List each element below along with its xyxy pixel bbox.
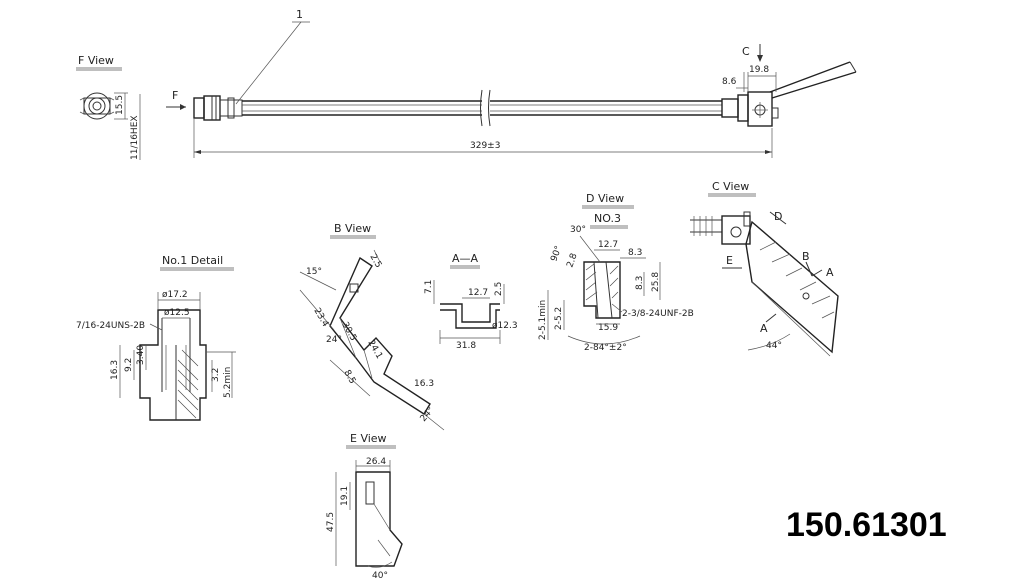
f-view-hex-dim: 11/16HEX	[130, 115, 140, 160]
aa-diameter: ø12.3	[492, 321, 518, 331]
aa-width-top: 12.7	[468, 288, 488, 298]
no1-height-b: 3.40	[136, 345, 146, 365]
c-view-label-b: B	[802, 250, 810, 263]
e-angle: 40°	[372, 571, 388, 581]
b-view: B View 15° 2.5 23.4 24° 30.5 24.1 8.5 16…	[299, 222, 445, 431]
d-dim-25-8: 25.8	[651, 272, 661, 292]
c-view-label-d: D	[774, 210, 782, 223]
b-dim-24deg-a: 24°	[326, 335, 342, 345]
d-thread: 2-3/8-24UNF-2B	[622, 309, 694, 319]
e-view: E View 26.4 47.5 19.1 40°	[326, 432, 403, 581]
d-dim-2-8: 2.8	[565, 252, 579, 269]
d-dim-15-9: 15.9	[598, 323, 618, 333]
d-dim-2-5-2: 2-5.2	[554, 307, 564, 330]
b-dim-24deg-b: 24°	[419, 405, 437, 424]
c-arrow-label: C	[742, 45, 750, 58]
c-view-angle: 44°	[766, 341, 782, 351]
b-dim-8-5: 8.5	[341, 369, 357, 386]
c-view-label-e: E	[726, 254, 733, 267]
no1-detail-view: No.1 Detail ø17.2 ø12.5 7/16-24UNS-2B 16…	[76, 254, 236, 421]
no1-min-length: 5.2min	[223, 367, 233, 398]
b-dim-23-4: 23.4	[311, 307, 330, 330]
b-dim-15deg: 15°	[306, 267, 322, 277]
main-hose-view: F C	[166, 8, 857, 158]
a-a-title: A—A	[452, 252, 479, 265]
f-view-height-dim: 15.5	[115, 95, 125, 115]
d-angle-bottom: 2-84°±2°	[584, 343, 627, 353]
main-dim-8-6: 8.6	[722, 77, 737, 87]
d-dim-8-3-side: 8.3	[635, 276, 645, 290]
d-dim-12-7: 12.7	[598, 240, 618, 250]
d-view-subtitle: NO.3	[594, 212, 621, 225]
e-view-title: E View	[350, 432, 387, 445]
overall-length-dim: 329±3	[470, 141, 500, 151]
b-dim-2-5: 2.5	[367, 253, 383, 270]
d-view: D View NO.3 30° 90° 2.8 12.7 8.3 25.8 8.…	[538, 192, 694, 353]
c-view-title: C View	[712, 180, 749, 193]
d-angle-top: 30°	[570, 225, 586, 235]
d-angle-left: 90°	[549, 245, 564, 263]
f-view: F View 15.5 11/16HEX	[76, 54, 141, 160]
e-width-dim: 26.4	[366, 457, 386, 467]
b-dim-24-1: 24.1	[365, 339, 384, 361]
a-a-section: A—A 12.7 7.1 2.5 ø12.3 31.8	[424, 252, 518, 351]
c-view: C View D E B A A 44°	[690, 180, 839, 357]
e-total-height: 47.5	[326, 512, 336, 532]
b-dim-16-3: 16.3	[414, 379, 434, 389]
aa-height-left: 7.1	[424, 280, 434, 294]
c-view-label-a-left: A	[760, 322, 768, 335]
f-view-title: F View	[78, 54, 114, 67]
no1-total-height: 16.3	[110, 360, 120, 380]
b-view-title: B View	[334, 222, 371, 235]
callout-1: 1	[296, 8, 303, 21]
main-dim-19-8: 19.8	[749, 65, 769, 75]
f-arrow-label: F	[172, 89, 178, 102]
c-view-label-a-right: A	[826, 266, 834, 279]
aa-width-bottom: 31.8	[456, 341, 476, 351]
no1-thread: 7/16-24UNS-2B	[76, 321, 145, 331]
d-dim-8-3-top: 8.3	[628, 248, 642, 258]
no1-height-a: 9.2	[124, 358, 134, 372]
no1-outer-dia: ø17.2	[162, 290, 188, 300]
d-min-length: 2-5.1min	[538, 300, 548, 340]
aa-height-right: 2.5	[494, 282, 504, 296]
d-view-title: D View	[586, 192, 624, 205]
no1-inner-dia: ø12.5	[164, 308, 190, 318]
no1-height-c: 3.2	[211, 368, 221, 382]
no1-detail-title: No.1 Detail	[162, 254, 223, 267]
e-slot-height: 19.1	[340, 486, 350, 506]
part-number: 150.61301	[786, 506, 947, 544]
